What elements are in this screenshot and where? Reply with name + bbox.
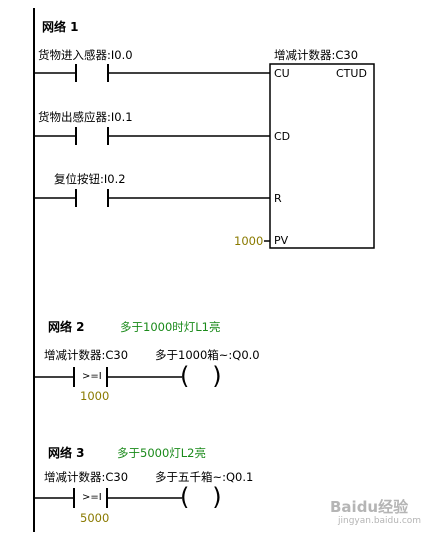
network-2-title: 网络 2: [48, 320, 85, 334]
network-1-rung-r: [34, 189, 270, 207]
network-3-compare-symbol: >=I: [82, 492, 102, 503]
network-3-coil-icon: ( ): [180, 483, 222, 511]
network-3-compare-value: 5000: [80, 511, 110, 525]
network-2-rung: [34, 367, 182, 387]
network-3-coil-label: 多于五千箱~:Q0.1: [155, 470, 254, 484]
counter-type: CTUD: [336, 67, 367, 80]
network-2-comment: 多于1000时灯L1亮: [120, 320, 221, 334]
network-3-title: 网络 3: [48, 446, 85, 460]
contact-i01-label: 货物出感应器:I0.1: [38, 110, 133, 124]
network-2-coil-icon: ( ): [180, 362, 222, 390]
counter-pin-cd: CD: [274, 130, 291, 143]
counter-pin-r: R: [274, 192, 282, 205]
counter-pin-pv: PV: [274, 234, 289, 247]
network-1-rung-cd: [34, 127, 270, 145]
counter-box: [269, 63, 375, 249]
contact-i02-label: 复位按钮:I0.2: [54, 172, 126, 186]
network-3-contact-label: 增减计数器:C30: [44, 470, 129, 484]
network-3-comment: 多于5000灯L2亮: [117, 446, 206, 460]
counter-pin-cu: CU: [274, 67, 290, 80]
network-1-rung-cu: [34, 64, 270, 82]
network-2-compare-symbol: >=I: [82, 371, 102, 382]
counter-pv-value: 1000: [234, 234, 264, 248]
network-3-rung: [34, 488, 182, 508]
network-1-title: 网络 1: [42, 20, 79, 34]
network-2-coil-label: 多于1000箱~:Q0.0: [155, 348, 260, 362]
contact-i00-label: 货物进入感器:I0.0: [38, 48, 133, 62]
network-2-contact-label: 增减计数器:C30: [44, 348, 129, 362]
watermark-url: jingyan.baidu.com: [338, 516, 422, 526]
counter-header: 增减计数器:C30: [274, 48, 359, 62]
network-2-compare-value: 1000: [80, 389, 110, 403]
watermark-logo: Baidu经验: [330, 498, 409, 516]
